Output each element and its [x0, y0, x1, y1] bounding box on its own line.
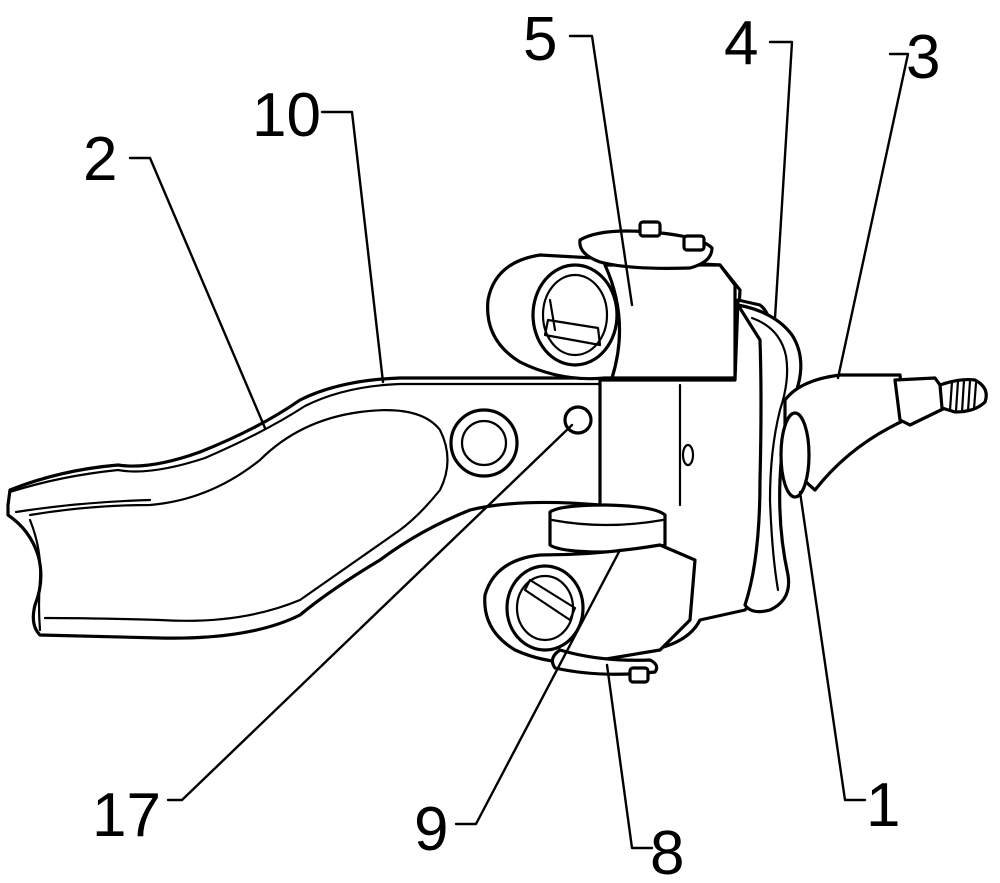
- label-8: 8: [650, 819, 684, 883]
- leader-line-1: [798, 490, 867, 802]
- leader-line-9: [454, 548, 622, 826]
- upper-boss: [486, 220, 742, 381]
- label-4: 4: [724, 9, 758, 78]
- spindle: [779, 373, 988, 499]
- flange-plate: [736, 303, 803, 614]
- steering-arm: [6, 376, 692, 640]
- leader-line-5: [568, 34, 634, 307]
- leader-lines: [128, 34, 910, 850]
- label-3: 3: [906, 23, 940, 92]
- label-1: 1: [866, 771, 900, 840]
- leader-line-4: [768, 40, 794, 320]
- leader-line-2: [128, 156, 267, 430]
- label-2: 2: [83, 125, 117, 194]
- lower-boss: [483, 503, 697, 684]
- leader-line-17: [166, 423, 574, 802]
- label-17: 17: [92, 781, 161, 850]
- leader-line-8: [605, 663, 654, 850]
- leader-line-3: [836, 52, 910, 380]
- label-9: 9: [414, 795, 448, 864]
- leader-line-10: [320, 110, 385, 384]
- part-labels: 2 10 5 4 3 17 9 8 1: [83, 5, 940, 883]
- label-5: 5: [523, 5, 557, 74]
- label-10: 10: [252, 81, 321, 150]
